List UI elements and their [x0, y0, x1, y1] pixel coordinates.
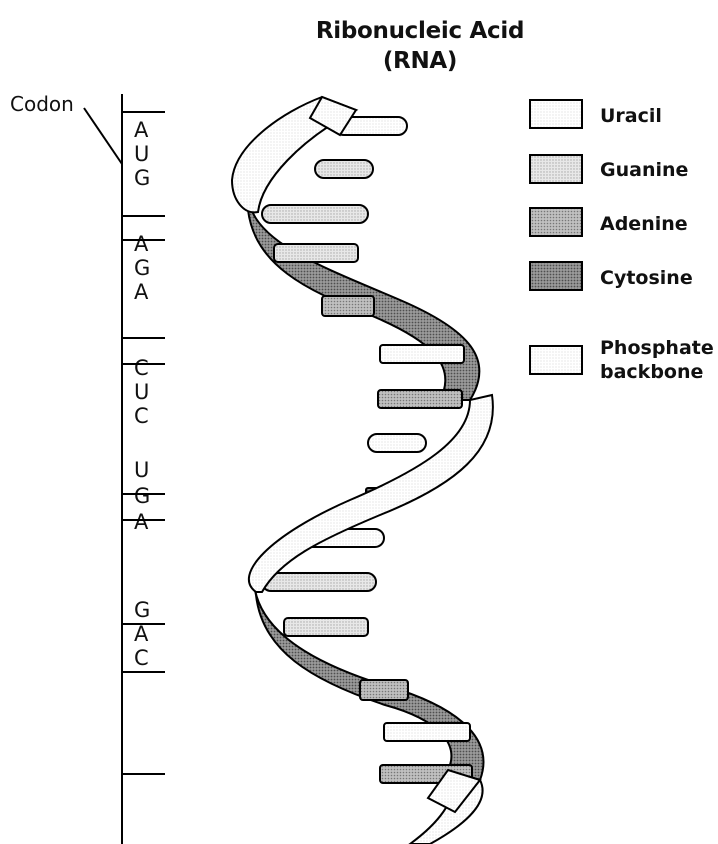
- base-bar-4: [274, 244, 358, 262]
- legend-swatch-guanine: [530, 155, 582, 183]
- base-bar-11: [262, 573, 376, 591]
- legend-swatch-phosphate-backbone: [530, 346, 582, 374]
- base-bar-12: [284, 618, 368, 636]
- base-bar-5: [322, 296, 374, 316]
- base-bar-2: [315, 160, 373, 178]
- legend-swatch-adenine: [530, 208, 582, 236]
- base-bar-3: [262, 205, 368, 223]
- legend-swatch-cytosine: [530, 262, 582, 290]
- base-bar-8: [368, 434, 426, 452]
- base-bar-14: [384, 723, 470, 741]
- legend-swatches: [530, 100, 582, 374]
- base-bar-6: [380, 345, 464, 363]
- codon-brackets: [122, 112, 165, 774]
- base-bar-13: [360, 680, 408, 700]
- base-bar-7: [378, 390, 462, 408]
- helix-front-ribbon-middle: [249, 395, 493, 592]
- legend-swatch-uracil: [530, 100, 582, 128]
- codon-pointer-line: [84, 108, 122, 164]
